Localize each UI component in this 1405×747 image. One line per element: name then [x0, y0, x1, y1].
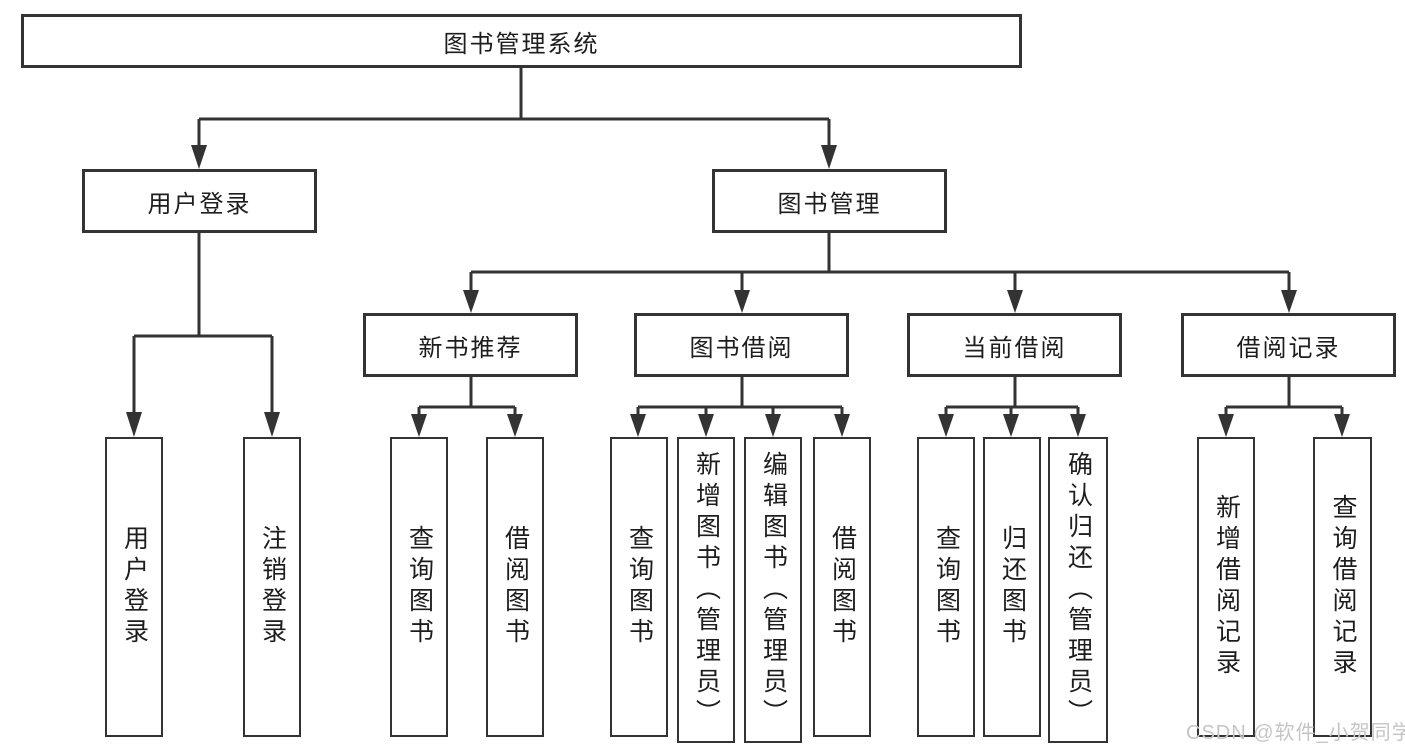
leaf-label: 编辑图书（管理员） — [759, 450, 788, 730]
arrow-down-icon — [698, 414, 714, 437]
leaf-borrow-query-books: 查询图书 — [610, 437, 668, 737]
watermark: CSDN @软件_小贺同学 — [1186, 722, 1405, 744]
arrow-down-icon — [126, 412, 142, 437]
arrow-down-icon — [1334, 414, 1350, 437]
arrow-down-icon — [734, 290, 750, 313]
leaf-current-return-books: 归还图书 — [983, 437, 1041, 737]
connector-management-to-children — [463, 233, 1297, 313]
leaf-label: 查询图书 — [405, 525, 434, 649]
node-book-borrowing: 图书借阅 — [634, 313, 849, 377]
leaf-label: 查询借阅记录 — [1329, 494, 1357, 680]
node-current-borrowing: 当前借阅 — [907, 313, 1122, 377]
leaf-label: 查询图书 — [625, 525, 654, 649]
node-book-management: 图书管理 — [712, 169, 947, 233]
arrow-down-icon — [1007, 290, 1023, 313]
arrow-down-icon — [191, 145, 207, 169]
arrow-down-icon — [834, 414, 850, 437]
leaf-label: 归还图书 — [998, 525, 1027, 649]
leaf-records-add-record: 新增借阅记录 — [1197, 437, 1255, 737]
leaf-label: 借阅图书 — [501, 525, 530, 649]
arrow-down-icon — [938, 414, 954, 437]
arrow-down-icon — [264, 412, 280, 437]
leaf-label: 新增图书（管理员） — [692, 450, 721, 730]
leaf-borrow-edit-books-admin: 编辑图书（管理员） — [744, 437, 802, 743]
leaf-label: 确认归还（管理员） — [1064, 450, 1093, 730]
leaf-records-query-record: 查询借阅记录 — [1313, 437, 1372, 737]
arrow-down-icon — [630, 414, 646, 437]
leaf-borrow-borrow-books: 借阅图书 — [813, 437, 871, 737]
node-system-root: 图书管理系统 — [21, 14, 1022, 68]
leaf-newbook-query-books: 查询图书 — [390, 437, 448, 737]
node-user-login: 用户登录 — [82, 169, 317, 233]
leaf-label: 注销登录 — [258, 525, 287, 649]
connector-currentborrow-to-children — [938, 377, 1086, 437]
connector-login-to-children — [126, 233, 280, 437]
leaf-user-login: 用户登录 — [105, 437, 163, 737]
node-new-book-recommend: 新书推荐 — [363, 313, 578, 377]
leaf-label: 借阅图书 — [828, 525, 857, 649]
leaf-borrow-add-books-admin: 新增图书（管理员） — [677, 437, 735, 743]
leaf-label: 新增借阅记录 — [1212, 494, 1241, 680]
leaf-label: 查询图书 — [932, 525, 961, 649]
leaf-logout: 注销登录 — [243, 437, 301, 737]
arrow-down-icon — [463, 290, 479, 313]
connector-bookborrow-to-children — [630, 377, 850, 437]
arrow-down-icon — [1281, 290, 1297, 313]
node-borrowing-records: 借阅记录 — [1181, 313, 1396, 377]
connector-newbook-to-children — [411, 377, 523, 437]
leaf-current-confirm-return-admin: 确认归还（管理员） — [1048, 437, 1108, 743]
leaf-label: 用户登录 — [120, 525, 149, 649]
arrow-down-icon — [507, 414, 523, 437]
leaf-newbook-borrow-books: 借阅图书 — [486, 437, 544, 737]
arrow-down-icon — [1218, 414, 1234, 437]
leaf-current-query-books: 查询图书 — [917, 437, 975, 737]
arrow-down-icon — [1070, 414, 1086, 437]
arrow-down-icon — [765, 414, 781, 437]
arrow-down-icon — [821, 145, 837, 169]
connector-root-to-level1 — [191, 68, 837, 169]
connector-records-to-children — [1218, 377, 1350, 437]
arrow-down-icon — [411, 414, 427, 437]
arrow-down-icon — [1003, 414, 1019, 437]
